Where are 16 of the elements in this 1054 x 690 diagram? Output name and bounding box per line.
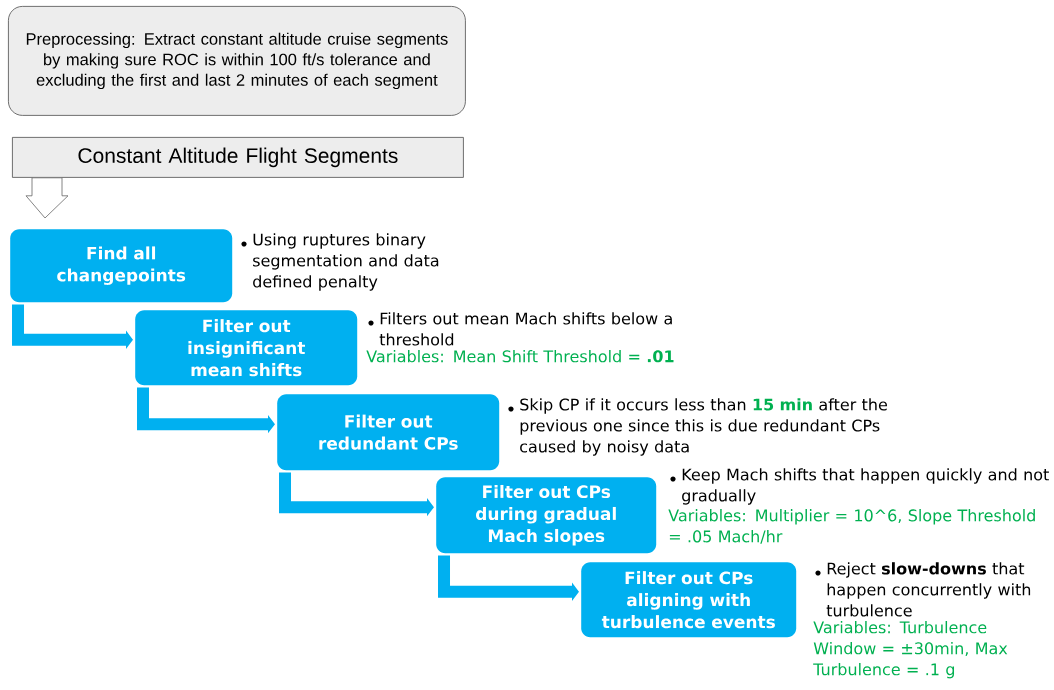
process-box: Find all changepoints: [10, 229, 233, 303]
bullet-text: Reject slow-downs that happen concurrently with turbulence: [826, 562, 1031, 617]
bullet-text: Using ruptures binary segmentation and data defined penalty: [253, 233, 439, 291]
variables-note: Variables: Turbulence Window = ±30min, Max Turbulence = .1 g: [813, 621, 1008, 679]
process-box: Filter out CPs during gradual Mach slopes: [436, 477, 657, 554]
process-box: Preprocessing: Extract constant altitude cruise segments by making sure ROC is within 100 ft/s tolerance and excluding the first and last 2 minutes of each segment: [8, 6, 466, 116]
block-arrow: [25, 177, 69, 219]
process-box: Filter out CPs aligning with turbulence events: [581, 562, 797, 638]
variables-note: Variables: Multiplier = 10^6, Slope Threshold = .05 Mach/hr: [668, 509, 1035, 544]
variables-note: Variables: Mean Shift Threshold = .01: [366, 350, 674, 363]
bullet-text: Skip CP if it occurs less than 15 min after the previous one since this is due redundant CPs caused by noisy data: [520, 398, 887, 456]
bullet-text: Keep Mach shifts that happen quickly and not gradually: [682, 468, 1049, 505]
bullet-text: Filters out mean Mach shifts below a threshold: [379, 312, 672, 346]
process-box: Filter out insignificant mean shifts: [135, 310, 358, 386]
heading-box: Constant Altitude Flight Segments: [12, 137, 464, 178]
process-box: Filter out redundant CPs: [277, 394, 500, 471]
